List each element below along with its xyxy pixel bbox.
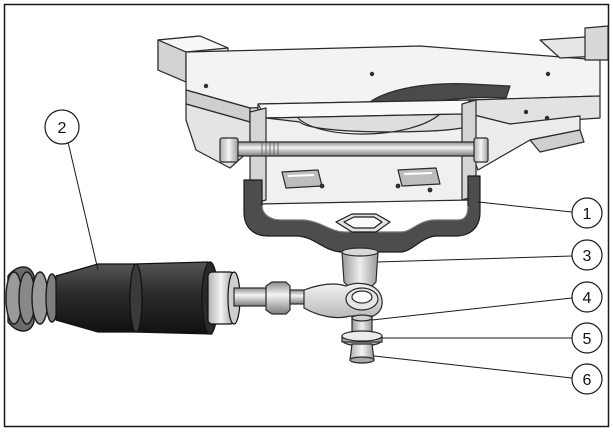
callout-label-2: 2: [58, 120, 67, 137]
callout-label-6: 6: [583, 372, 592, 389]
callout-balloon-3: 3: [571, 239, 603, 271]
callout-label-1: 1: [583, 206, 592, 223]
rod-end: [303, 282, 383, 319]
callout-label-3: 3: [583, 248, 592, 265]
callout-label-5: 5: [583, 331, 592, 348]
leader-line-1: [477, 201, 573, 213]
leader-line-3: [377, 255, 573, 263]
coil-spring: [5, 266, 59, 332]
callout-label-4: 4: [583, 290, 592, 307]
tie-rod: [233, 281, 307, 315]
leader-line-2: [67, 141, 99, 271]
dark-bracket: [243, 175, 481, 253]
callout-balloon-1: 1: [571, 197, 603, 229]
leader-lines: [67, 141, 573, 379]
leader-line-6: [373, 355, 573, 379]
callout-balloon-2: 2: [44, 109, 80, 145]
lower-fasteners: [341, 314, 383, 364]
callout-balloon-5: 5: [571, 322, 603, 354]
bracket-housing: [219, 99, 489, 205]
callout-balloon-6: 6: [571, 363, 603, 395]
rubber-damper: [55, 261, 241, 335]
ball-stud: [341, 247, 379, 291]
callout-balloon-4: 4: [571, 281, 603, 313]
leader-line-4: [371, 297, 573, 321]
